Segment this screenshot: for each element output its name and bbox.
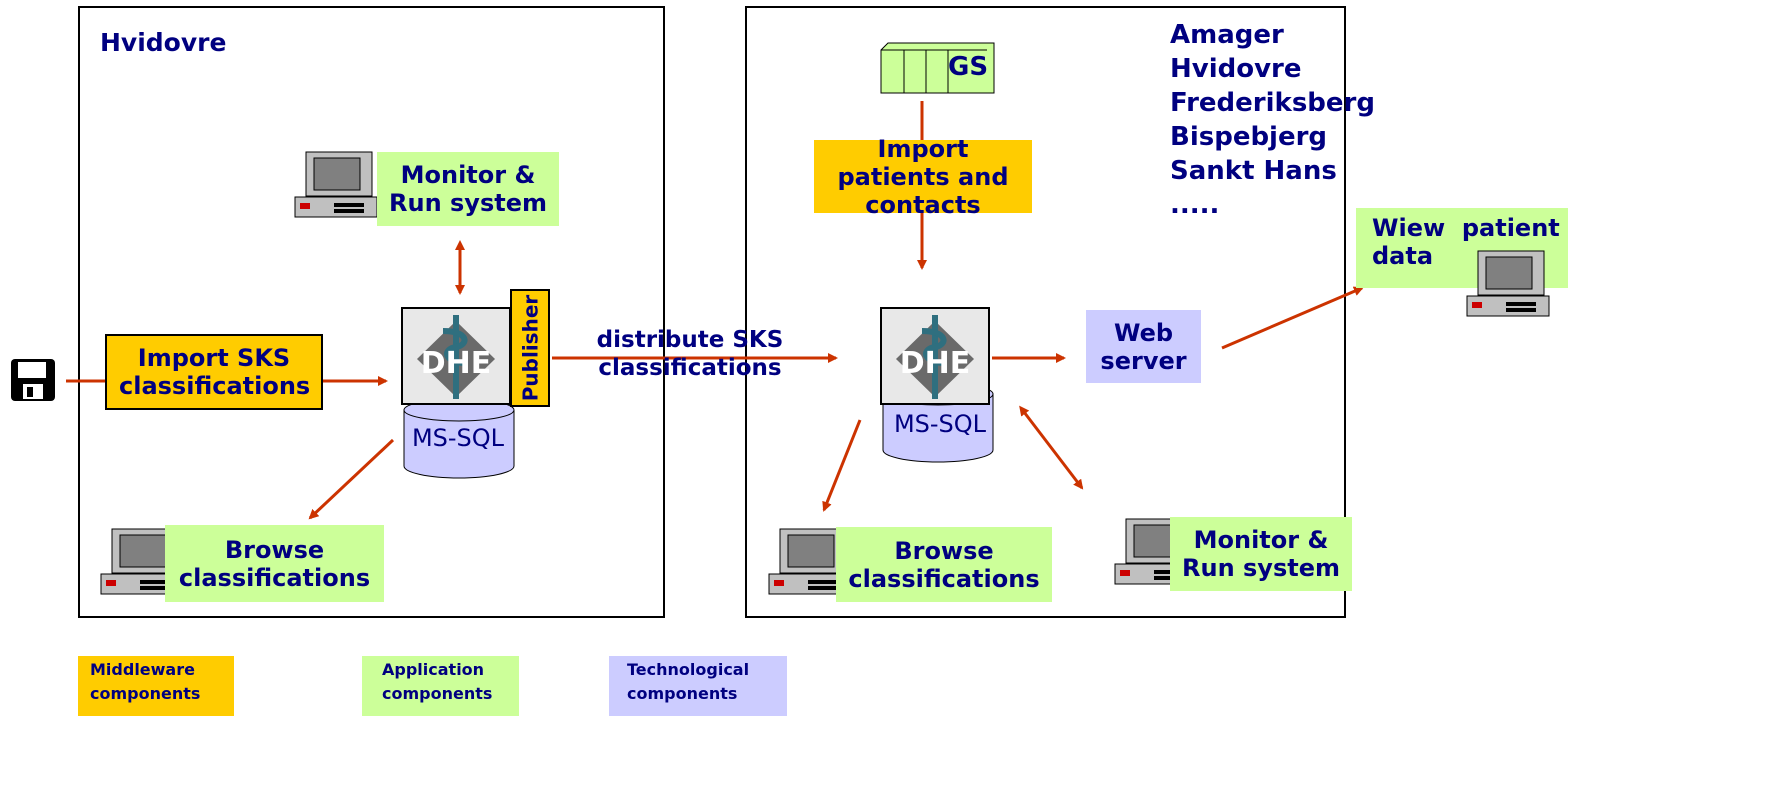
central-site-frame	[745, 6, 1346, 618]
city-item: Bispebjerg	[1170, 122, 1328, 152]
svg-text:DHE: DHE	[421, 346, 492, 381]
monitor-run-system-left: Monitor & Run system	[377, 152, 559, 226]
gs-mainframe: GS	[880, 42, 995, 94]
hvidovre-site-frame	[78, 6, 665, 618]
import-sks-classifications: Import SKS classifications	[105, 334, 323, 410]
browse-label: Browse classifications	[178, 535, 371, 592]
workstation-icon	[1466, 250, 1550, 317]
monitor-run-label-right: Monitor & Run system	[1182, 526, 1340, 582]
city-item: .....	[1170, 190, 1220, 220]
view-patient-data: Wiew patient data	[1356, 208, 1568, 288]
dhe-logo-icon: DHE	[882, 309, 988, 403]
gs-label: GS	[948, 52, 989, 82]
monitor-run-system-right: Monitor & Run system	[1170, 517, 1352, 591]
legend-middleware: Middleware components	[78, 656, 234, 716]
web-server-label: Web server	[1100, 318, 1187, 375]
browse-label-right: Browse classifications	[848, 536, 1040, 593]
city-item: Amager	[1170, 20, 1284, 50]
mainframe-icon	[880, 42, 995, 94]
import-sks-label: Import SKS classifications	[119, 344, 311, 400]
legend-technological: Technological components	[609, 656, 787, 716]
city-item: Frederiksberg	[1170, 88, 1375, 118]
browse-classifications-right: Browse classifications	[836, 527, 1052, 602]
mssql-label-left: MS-SQL	[411, 424, 505, 452]
left-site-title: Hvidovre	[100, 28, 227, 57]
city-list: Amager Hvidovre Frederiksberg Bispebjerg…	[1170, 18, 1375, 222]
publisher-label: Publisher	[518, 294, 542, 402]
web-server: Web server	[1086, 310, 1201, 383]
import-patients-contacts: Import patients and contacts	[814, 135, 1032, 219]
browse-classifications-left: Browse classifications	[165, 525, 384, 602]
city-item: Sankt Hans	[1170, 156, 1337, 186]
legend-application: Application components	[362, 656, 519, 716]
monitor-run-label: Monitor & Run system	[389, 161, 547, 217]
city-item: Hvidovre	[1170, 54, 1302, 84]
view-patient-label: Wiew patient data	[1372, 214, 1569, 270]
dhe-server-right: DHE	[880, 307, 990, 405]
workstation-icon	[294, 151, 378, 218]
arrow-mssql-to-browse-right	[822, 419, 862, 512]
dhe-logo-icon: DHE	[403, 309, 509, 403]
workstation-icon	[768, 528, 852, 595]
publisher-component: Publisher	[510, 289, 550, 407]
arrow-web-to-view	[1221, 286, 1364, 350]
mssql-label-right: MS-SQL	[893, 410, 987, 438]
arrow-mssql-monitor-right	[1019, 405, 1084, 490]
arrow-mssql-to-browse-left	[308, 438, 395, 520]
distribute-label: distribute SKS classifications	[596, 327, 784, 381]
svg-text:DHE: DHE	[900, 346, 971, 381]
import-patients-label: Import patients and contacts	[837, 134, 1009, 219]
dhe-server-left: DHE	[401, 307, 511, 405]
floppy-disk-icon	[11, 359, 55, 401]
